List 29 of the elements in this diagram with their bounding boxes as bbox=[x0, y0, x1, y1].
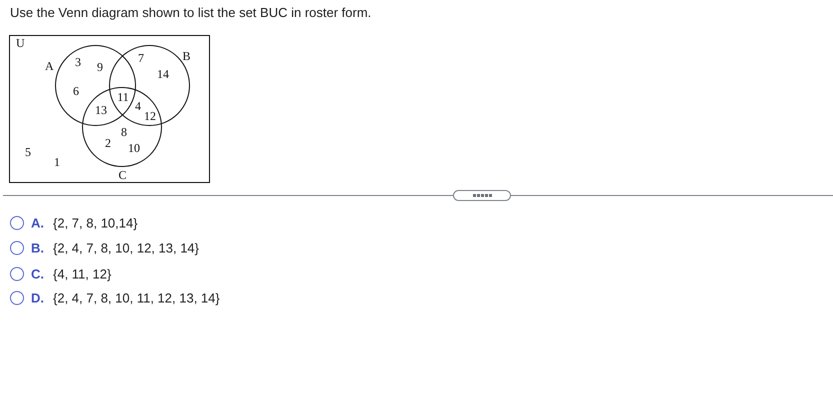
region-number: 2 bbox=[105, 137, 111, 149]
region-number: 13 bbox=[95, 104, 107, 116]
answer-choice: {2, 4, 7, 8, 10, 11, 12, 13, 14} bbox=[53, 290, 220, 306]
answer-choice: {4, 11, 12} bbox=[53, 266, 112, 281]
answer-choice: {2, 7, 8, 10,14} bbox=[53, 216, 138, 230]
universal-set-box bbox=[9, 35, 210, 183]
set-name: A bbox=[45, 60, 54, 72]
set-name: C bbox=[118, 168, 127, 180]
region-number: 11 bbox=[117, 91, 129, 103]
option-letter: A. bbox=[31, 216, 44, 230]
set-name: U bbox=[16, 37, 25, 49]
region-number: 10 bbox=[128, 142, 140, 154]
option-letter: B. bbox=[31, 240, 44, 256]
region-number: 9 bbox=[97, 61, 103, 73]
region-number: 4 bbox=[135, 100, 141, 112]
question-text: Use the Venn diagram shown to list the set BUC in roster form. bbox=[10, 5, 372, 20]
region-number: 12 bbox=[144, 110, 156, 122]
region-number: 7 bbox=[138, 52, 144, 64]
region-number: 6 bbox=[73, 85, 79, 97]
region-number: 8 bbox=[121, 126, 127, 138]
set-circle bbox=[108, 45, 190, 126]
region-number: 5 bbox=[25, 146, 31, 158]
option-letter: C. bbox=[31, 266, 44, 281]
region-number: 1 bbox=[54, 156, 60, 168]
region-number: 3 bbox=[75, 56, 81, 68]
option-letter: D. bbox=[31, 290, 44, 306]
set-name: B bbox=[182, 50, 191, 62]
answer-choice: {2, 4, 7, 8, 10, 12, 13, 14} bbox=[53, 240, 200, 256]
region-number: 14 bbox=[157, 68, 169, 80]
